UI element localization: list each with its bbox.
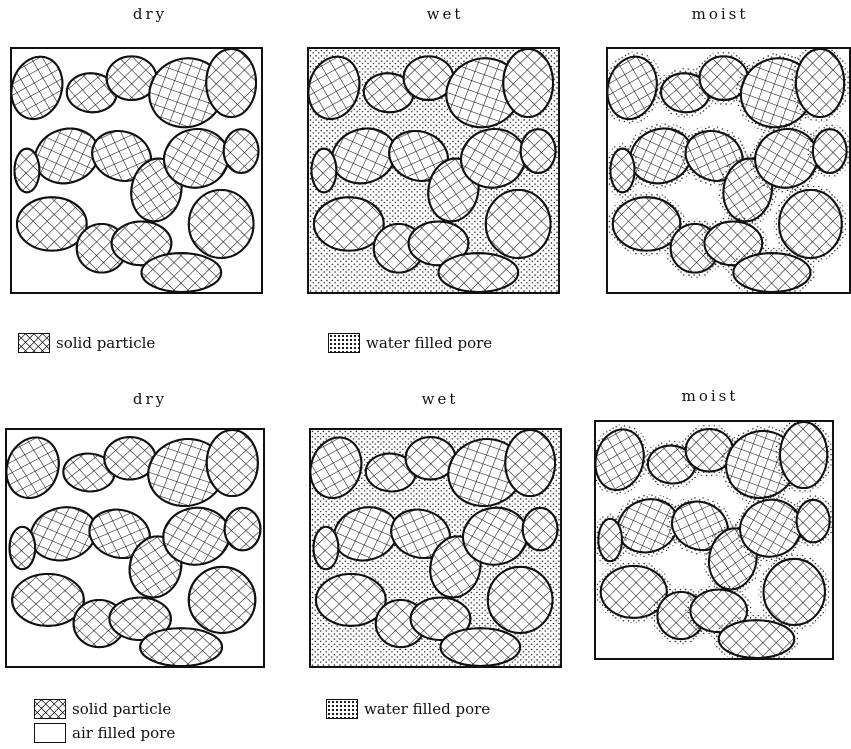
solid-particle	[17, 197, 87, 250]
solid-particle	[505, 430, 555, 496]
solid-particle	[224, 129, 259, 173]
solid-particle	[314, 197, 384, 250]
panel-dry-bottom	[5, 428, 265, 668]
solid-particle	[813, 129, 847, 173]
panel-moist-bottom	[594, 420, 834, 660]
solid-particle	[14, 149, 39, 193]
label-moist-bottom: moist	[660, 387, 760, 405]
solid-particle	[313, 527, 338, 569]
panel-wet-bottom	[309, 428, 562, 668]
solid-particle	[764, 559, 825, 625]
solid-particle	[311, 149, 336, 193]
legend-solid-label: solid particle	[56, 334, 155, 352]
solid-particle	[189, 567, 256, 633]
blank-box-icon	[34, 723, 66, 743]
legend-solid-top: solid particle	[18, 333, 155, 353]
solid-particle	[598, 519, 622, 561]
legend-air-bottom: air filled pore	[34, 723, 175, 743]
soil-scene-moist-bottom	[596, 422, 832, 658]
crosshatch-icon	[18, 333, 50, 353]
solid-particle	[438, 253, 518, 292]
label-wet-bottom: wet	[390, 390, 490, 408]
label-dry-bottom: dry	[100, 390, 200, 408]
solid-particle	[440, 628, 520, 666]
legend-air-label: air filled pore	[72, 724, 175, 742]
stipple-icon	[326, 699, 358, 719]
label-dry-top: dry	[100, 5, 200, 23]
solid-particle	[733, 253, 810, 292]
legend-water-label: water filled pore	[366, 334, 492, 352]
solid-particle	[523, 508, 558, 550]
soil-scene-dry-bottom	[7, 430, 263, 666]
soil-scene-dry-top	[12, 49, 261, 292]
panel-wet-top	[307, 47, 560, 294]
solid-particle	[610, 149, 634, 193]
stipple-icon	[328, 333, 360, 353]
solid-particle	[207, 430, 258, 496]
solid-particle	[796, 49, 844, 117]
solid-particle	[140, 628, 222, 666]
solid-particle	[779, 190, 842, 258]
panel-moist-top	[606, 47, 851, 294]
solid-particle	[719, 620, 795, 658]
solid-particle	[521, 129, 556, 173]
panel-dry-top	[10, 47, 263, 294]
solid-particle	[488, 567, 553, 633]
solid-particle	[7, 432, 66, 503]
solid-particle	[10, 527, 36, 569]
solid-particle	[225, 508, 261, 550]
solid-particle	[780, 422, 827, 488]
solid-particle	[316, 574, 386, 626]
solid-particle	[206, 49, 256, 117]
solid-particle	[486, 190, 551, 258]
soil-scene-moist-top	[608, 49, 849, 292]
legend-water-bottom: water filled pore	[326, 699, 490, 719]
soil-scene-wet-bottom	[311, 430, 560, 666]
crosshatch-icon	[34, 699, 66, 719]
solid-particle	[141, 253, 221, 292]
legend-water-label: water filled pore	[364, 700, 490, 718]
legend-solid-label: solid particle	[72, 700, 171, 718]
legend-water-top: water filled pore	[328, 333, 492, 353]
label-moist-top: moist	[670, 5, 770, 23]
legend-solid-bottom: solid particle	[34, 699, 171, 719]
solid-particle	[12, 51, 69, 125]
solid-particle	[189, 190, 254, 258]
solid-particle	[797, 500, 830, 542]
soil-scene-wet-top	[309, 49, 558, 292]
label-wet-top: wet	[395, 5, 495, 23]
solid-particle	[503, 49, 553, 117]
solid-particle	[12, 574, 84, 626]
